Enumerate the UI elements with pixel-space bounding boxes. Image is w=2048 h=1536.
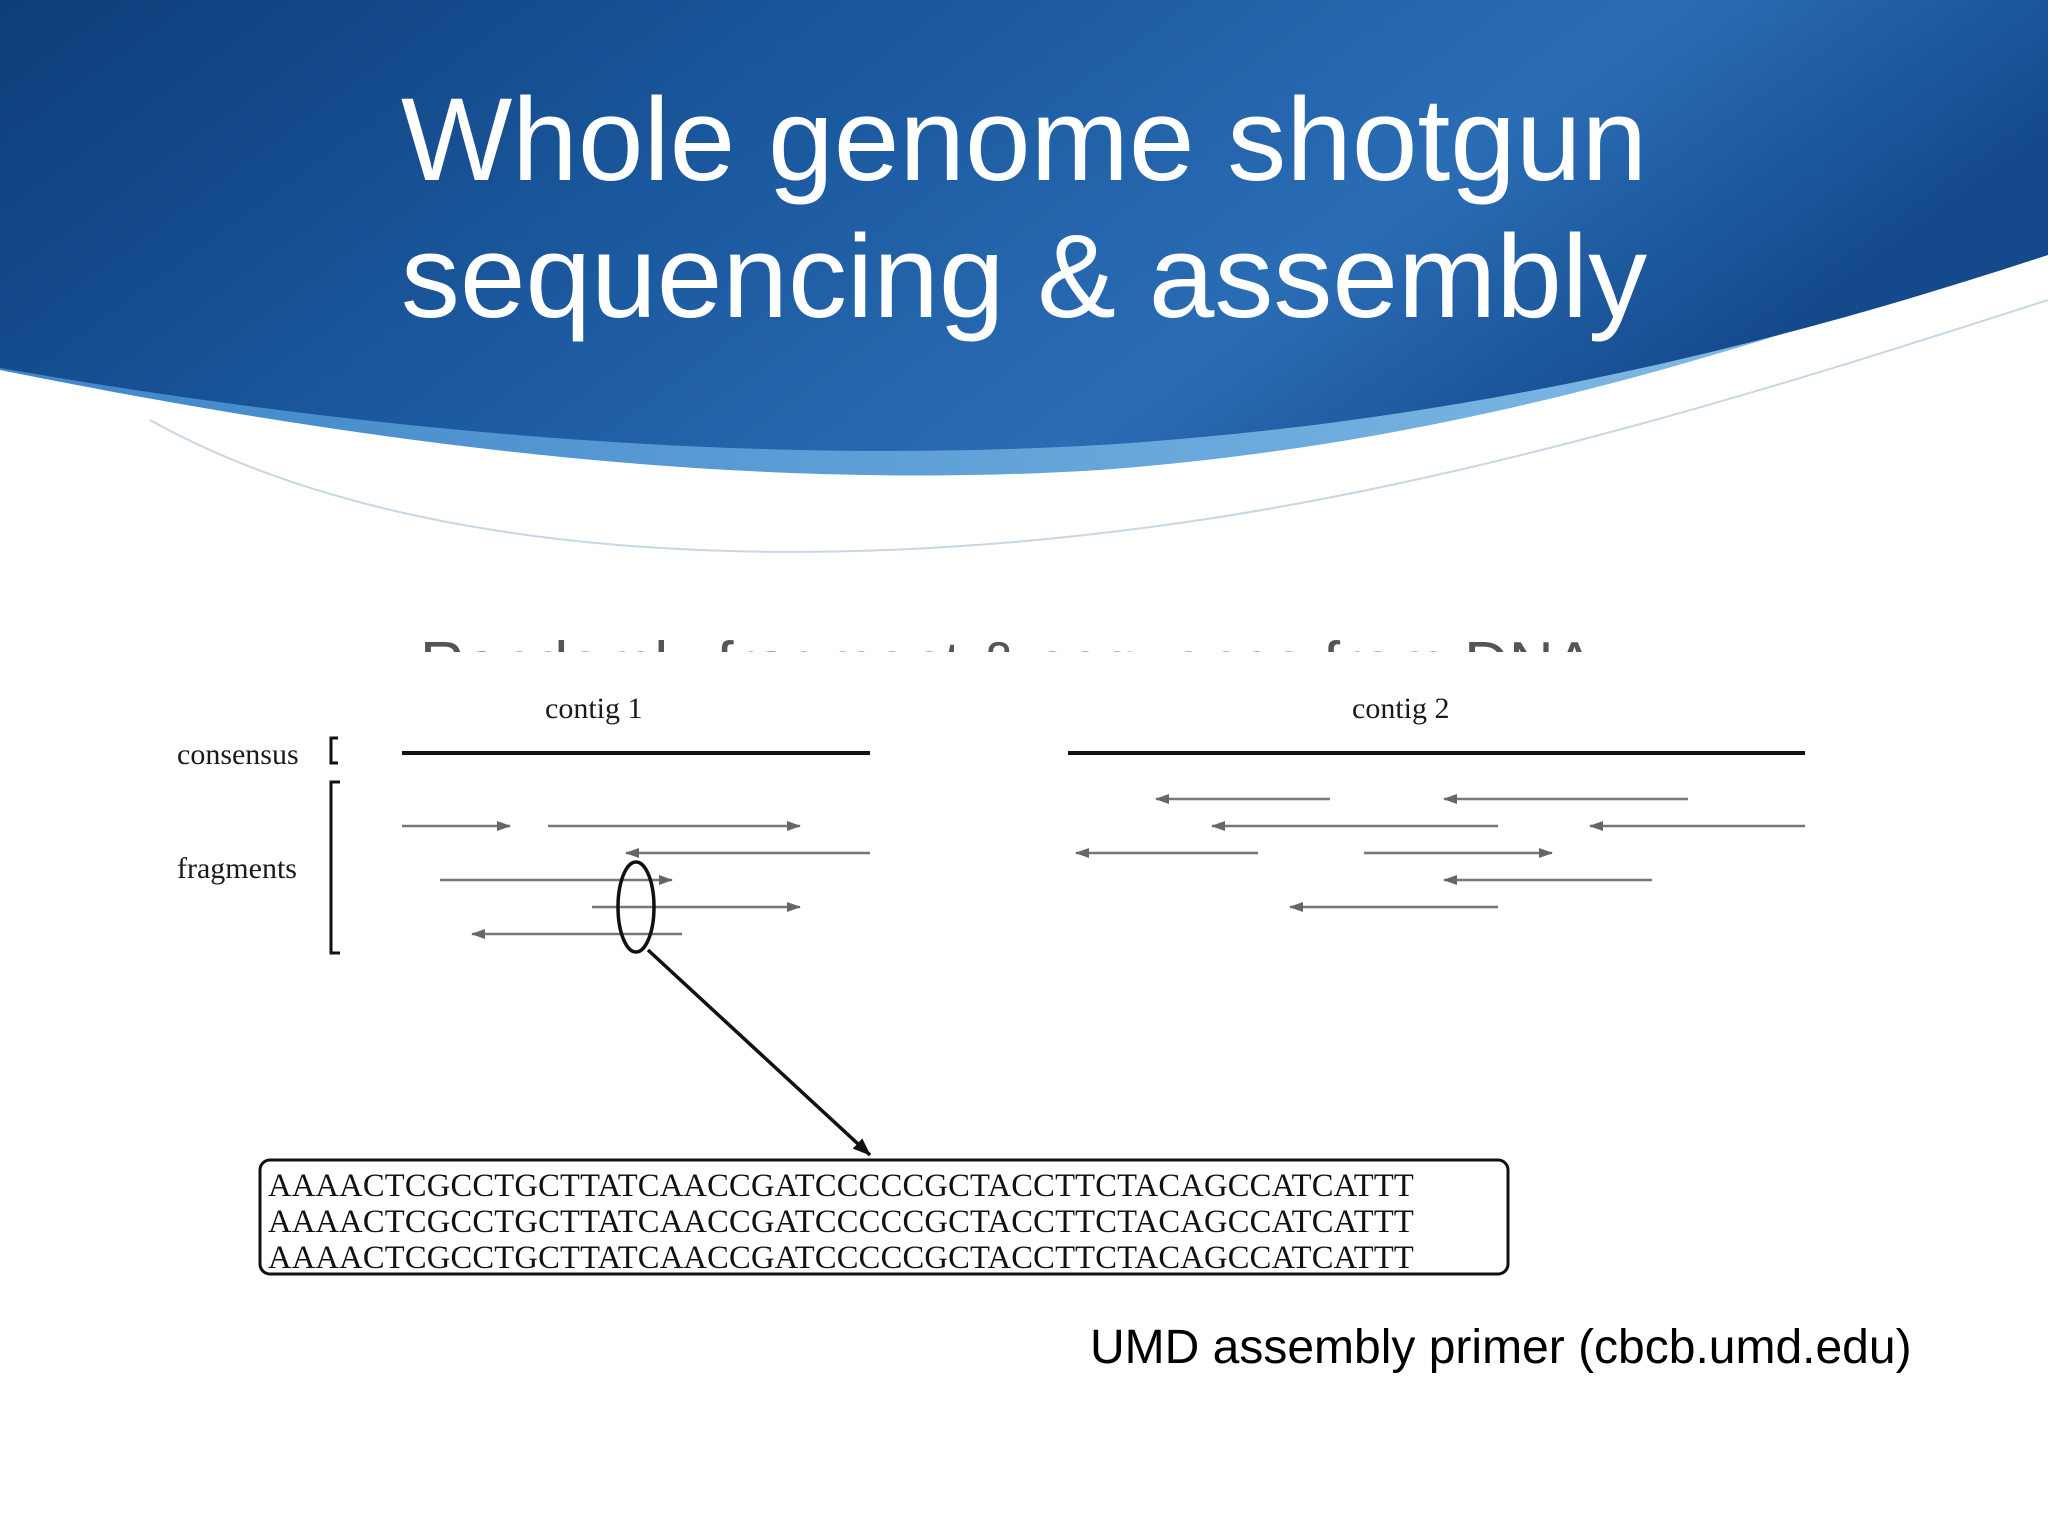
sequence-row: AAAACTCGCCTGCTTATCAACCGATCCCCCGCTACCTTCT…: [268, 1168, 1414, 1204]
consensus-label: consensus: [177, 738, 299, 771]
sequence-row: AAAACTCGCCTGCTTATCAACCGATCCCCCGCTACCTTCT…: [268, 1240, 1414, 1276]
slide-header-background: [0, 0, 2048, 553]
alignment-box: [258, 1158, 1510, 1276]
slide-title: Whole genome shotgun sequencing & assemb…: [0, 72, 2048, 346]
title-line-2: sequencing & assembly: [400, 211, 1648, 343]
fragments-label: fragments: [177, 852, 297, 885]
fragments-bracket: [329, 780, 340, 955]
partially-hidden-bullet: Randomly fragment & sequence from DNA: [420, 620, 1620, 652]
contig-2-label: contig 2: [1352, 692, 1450, 725]
zoom-pointer-arrow: [646, 948, 872, 1157]
contig-1-label: contig 1: [545, 692, 643, 725]
consensus-bracket: [329, 736, 338, 765]
source-caption: UMD assembly primer (cbcb.umd.edu): [1090, 1321, 1912, 1374]
title-line-1: Whole genome shotgun: [400, 74, 1648, 206]
sequence-row: AAAACTCGCCTGCTTATCAACCGATCCCCCGCTACCTTCT…: [268, 1204, 1414, 1240]
zoom-highlight-ellipse: [616, 860, 656, 954]
